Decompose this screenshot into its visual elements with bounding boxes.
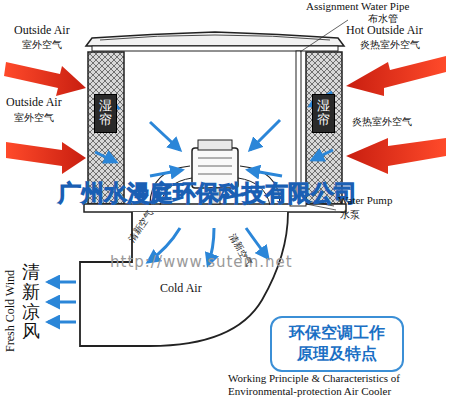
pad-label: 湿帘 bbox=[317, 99, 330, 128]
part-label: Water Pump bbox=[338, 194, 392, 207]
air-label: Outside Air bbox=[6, 96, 62, 110]
box-title: 环保空调工作 原理及特点 bbox=[282, 323, 392, 365]
air-label: 炎热室外空气 bbox=[352, 116, 412, 128]
air-label: Fresh Cold Wind bbox=[4, 270, 18, 352]
watermark: 广州水漫庭环保科技有限公司 bbox=[58, 180, 357, 206]
part-label: Assignment Water Pipe bbox=[306, 0, 409, 13]
part-label: 布水管 bbox=[368, 13, 398, 25]
air-label: 室外空气 bbox=[22, 39, 62, 51]
caption: Working Principle & Characteristics of E… bbox=[228, 372, 444, 397]
air-label: Hot Outside Air bbox=[346, 24, 423, 38]
pad-tag: 湿帘 bbox=[312, 94, 335, 133]
air-label: Cold Air bbox=[160, 282, 202, 296]
part-label: 水泵 bbox=[340, 209, 360, 221]
air-label: Outside Air bbox=[14, 24, 70, 38]
watermark: http://www.sutein.net bbox=[110, 254, 293, 271]
pad-label: 湿帘 bbox=[99, 99, 112, 128]
air-label: 炎热室外空气 bbox=[360, 39, 420, 51]
air-label: 清新凉风 bbox=[22, 262, 40, 341]
air-label: 室外空气 bbox=[14, 112, 54, 124]
pad-tag: 湿帘 bbox=[94, 94, 117, 133]
title-box: 环保空调工作 原理及特点 bbox=[270, 316, 404, 372]
